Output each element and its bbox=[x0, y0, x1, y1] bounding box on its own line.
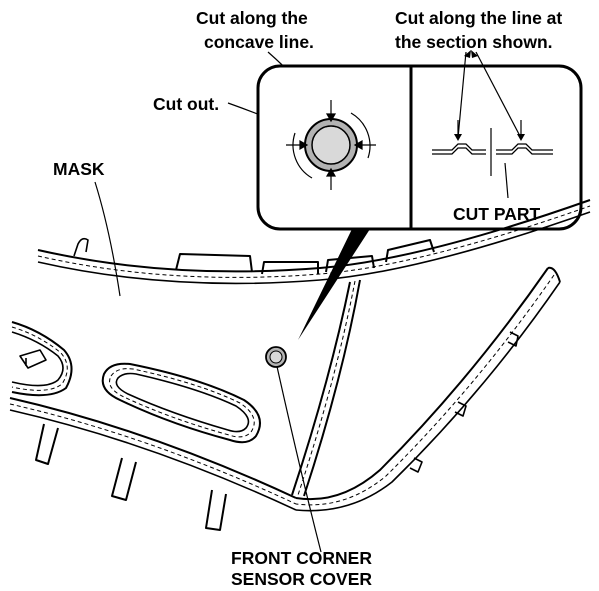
bumper-mask bbox=[9, 199, 591, 531]
top-tab-4 bbox=[385, 239, 435, 263]
left-pocket-outer bbox=[11, 321, 73, 397]
right-edge-dash bbox=[295, 274, 555, 506]
concave-line-circle bbox=[311, 125, 351, 165]
cut-out-detail bbox=[286, 100, 376, 190]
cut-arrows bbox=[286, 100, 376, 190]
top-clip bbox=[73, 237, 89, 257]
section-profile-bottom bbox=[432, 147, 553, 155]
pocket-bracket bbox=[19, 349, 47, 369]
cut-part-leader bbox=[504, 162, 509, 199]
bottom-leg-3 bbox=[205, 489, 227, 531]
label-front-corner-1: FRONT CORNER bbox=[231, 548, 372, 568]
leader-sensor bbox=[275, 361, 322, 553]
inset-pointer bbox=[298, 229, 370, 340]
top-tab-1 bbox=[175, 253, 253, 273]
label-mask: MASK bbox=[53, 159, 105, 179]
section-detail bbox=[432, 50, 553, 199]
inset-frame bbox=[256, 64, 583, 231]
label-cut-out: Cut out. bbox=[153, 94, 219, 114]
pillar-left bbox=[291, 281, 351, 496]
left-pocket-inner bbox=[11, 331, 64, 387]
top-rail-dash bbox=[37, 205, 591, 278]
sensor-cover bbox=[265, 346, 287, 368]
top-tab-2 bbox=[261, 261, 319, 275]
label-cut-concave-line-1: Cut along the bbox=[196, 8, 308, 28]
label-cut-section-line-2: the section shown. bbox=[395, 32, 553, 52]
label-cut-section-line-1: Cut along the line at bbox=[395, 8, 562, 28]
bottom-leg-2 bbox=[111, 457, 137, 501]
label-front-corner-2: SENSOR COVER bbox=[231, 569, 372, 589]
outer-arc-2 bbox=[292, 132, 313, 179]
lower-edge-inner bbox=[9, 409, 297, 511]
right-top-cap bbox=[547, 266, 561, 283]
right-tab-3 bbox=[409, 457, 423, 473]
oval-pocket-inner bbox=[115, 372, 250, 433]
top-rail-outer bbox=[37, 199, 591, 273]
left-pocket-dash bbox=[11, 326, 68, 391]
top-rail-inner bbox=[37, 211, 591, 285]
oval-pocket-outer bbox=[101, 362, 261, 444]
right-tab-1 bbox=[507, 331, 519, 347]
pillar-dash bbox=[297, 280, 356, 496]
outer-arc-1 bbox=[350, 112, 371, 159]
section-profile-top bbox=[432, 143, 553, 151]
right-edge-inner bbox=[295, 281, 561, 512]
oval-pocket-dash bbox=[109, 368, 255, 438]
label-cut-part: CUT PART bbox=[453, 204, 540, 224]
right-tab-2 bbox=[454, 401, 467, 417]
right-edge-outer bbox=[295, 267, 549, 501]
lower-edge-outer bbox=[9, 397, 297, 499]
bottom-leg-1 bbox=[35, 423, 59, 465]
label-cut-concave-line-2: concave line. bbox=[204, 32, 314, 52]
detail-inset: CUT PART bbox=[256, 50, 583, 231]
top-tab-3 bbox=[325, 255, 375, 273]
leader-mask bbox=[94, 181, 121, 297]
lower-edge-dash bbox=[9, 403, 297, 505]
pillar-right bbox=[303, 279, 361, 497]
